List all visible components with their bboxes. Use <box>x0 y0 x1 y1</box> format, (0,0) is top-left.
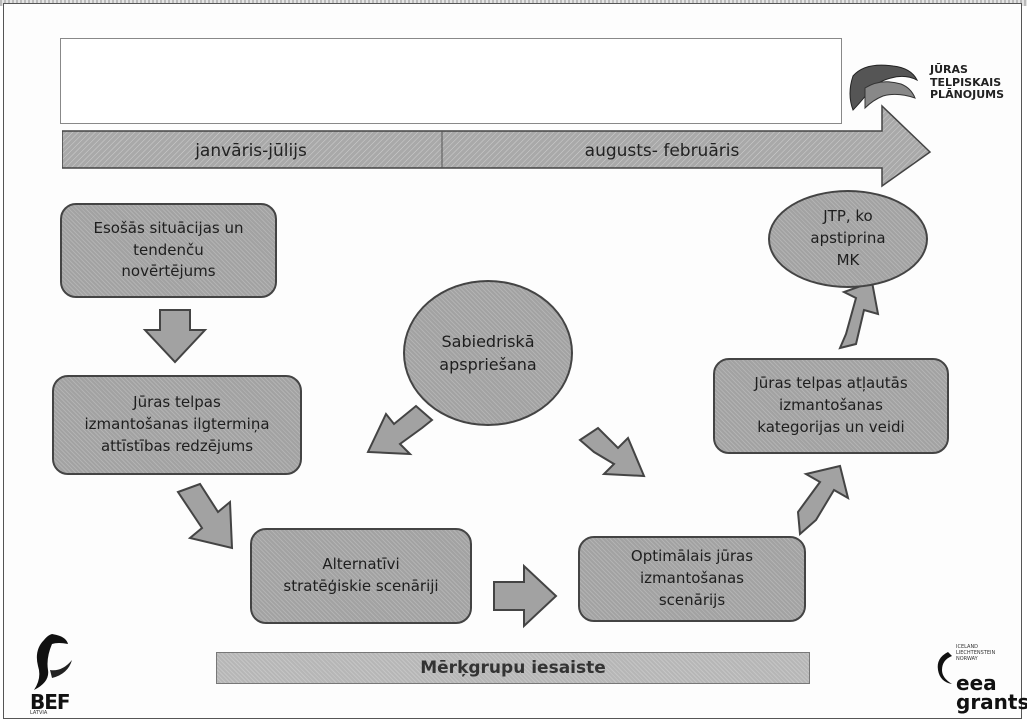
title-box <box>60 38 842 124</box>
node-long-term-vision: Jūras telpas izmantošanas ilgtermiņa att… <box>52 375 302 475</box>
bef-logo-text: BEF <box>30 690 71 714</box>
node-alternative-scenarios: Alternatīvi stratēģiskie scenāriji <box>250 528 472 624</box>
bef-logo: BEF LATVIA <box>22 630 82 716</box>
timeline-period-1: janvāris-jūlijs <box>195 141 307 161</box>
jtp-logo: JŪRAS TELPISKAIS PLĀNOJUMS <box>845 58 1023 118</box>
target-group-label: Mērķgrupu iesaiste <box>420 658 606 678</box>
node-long-term-vision-label: Jūras telpas izmantošanas ilgtermiņa att… <box>84 393 270 455</box>
eea-logo-countries: ICELAND LIECHTENSTEIN NORWAY <box>956 644 996 662</box>
node-approved-msp: JTP, ko apstiprina MK <box>768 190 928 288</box>
bef-logo-sub: LATVIA <box>30 710 48 716</box>
node-public-consultation: Sabiedriskā apspriešana <box>403 280 573 426</box>
jtp-logo-emblem-icon <box>849 64 919 111</box>
timeline-arrow: janvāris-jūlijs augusts- februāris <box>62 86 932 188</box>
node-existing-situation-label: Esošās situācijas un tendenču novērtējum… <box>93 218 244 281</box>
node-optimal-scenario-label: Optimālais jūras izmantošanas scenārijs <box>630 547 754 609</box>
node-permitted-use-categories: Jūras telpas atļautās izmantošanas kateg… <box>713 358 949 454</box>
node-approved-msp-label: JTP, ko apstiprina MK <box>810 207 886 269</box>
node-existing-situation-assessment: Esošās situācijas un tendenču novērtējum… <box>60 203 277 298</box>
target-group-bar: Mērķgrupu iesaiste <box>216 652 810 684</box>
node-permitted-use-label: Jūras telpas atļautās izmantošanas kateg… <box>754 374 908 436</box>
eea-logo-text: eea grants <box>956 671 1027 714</box>
eea-grants-logo: ICELAND LIECHTENSTEIN NORWAY eea grants <box>930 640 1027 716</box>
node-public-consultation-label: Sabiedriskā apspriešana <box>439 331 537 374</box>
node-optimal-scenario: Optimālais jūras izmantošanas scenārijs <box>578 536 806 622</box>
timeline-arrow-shape <box>62 104 932 188</box>
timeline-period-2: augusts- februāris <box>584 141 740 161</box>
bird-icon <box>34 634 72 690</box>
node-alternative-scenarios-label: Alternatīvi stratēģiskie scenāriji <box>283 555 439 595</box>
eea-swirl-icon <box>937 652 952 684</box>
jtp-logo-text: JŪRAS TELPISKAIS PLĀNOJUMS <box>930 63 1005 102</box>
